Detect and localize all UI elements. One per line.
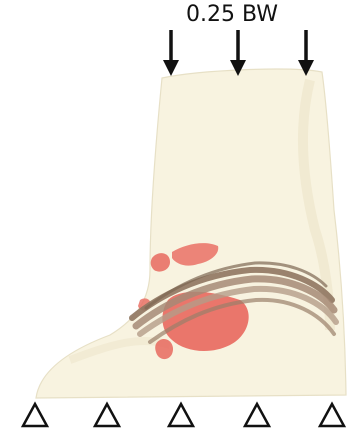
support-triangle-4 xyxy=(245,404,269,426)
support-triangle-3 xyxy=(169,404,193,426)
support-triangle-2 xyxy=(95,404,119,426)
support-triangles xyxy=(23,404,344,426)
load-arrow-left xyxy=(163,30,179,76)
support-triangle-5 xyxy=(320,404,344,426)
load-arrow-center xyxy=(230,30,246,76)
support-triangle-1 xyxy=(23,404,47,426)
